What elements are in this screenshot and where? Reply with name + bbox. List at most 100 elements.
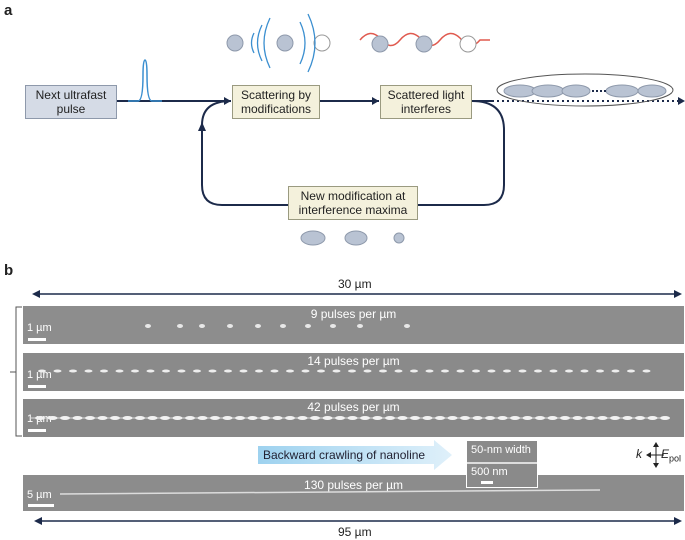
sem-feature	[535, 416, 545, 420]
inset-line	[467, 462, 537, 464]
sem-feature	[160, 416, 170, 420]
sem-feature	[372, 416, 383, 420]
sem-feature	[210, 416, 220, 420]
sem-feature	[394, 369, 403, 373]
sem-feature	[110, 416, 120, 420]
sem-feature	[310, 416, 320, 420]
sem-feature	[487, 369, 496, 373]
sem-feature	[357, 324, 363, 328]
sem-feature	[135, 416, 145, 420]
sem-feature	[347, 416, 358, 420]
sem-feature	[247, 416, 258, 420]
sem-feature	[627, 369, 635, 373]
sem-feature	[580, 369, 589, 373]
sem-feature	[485, 416, 495, 420]
sem-feature	[235, 416, 245, 420]
sem-feature	[510, 416, 520, 420]
sem-feature	[146, 369, 155, 373]
sem-feature	[596, 369, 604, 373]
sem-feature	[255, 369, 263, 373]
sem-feature	[301, 369, 310, 373]
sem-feature	[185, 416, 195, 420]
sem-feature	[472, 416, 483, 420]
sem-feature	[647, 416, 658, 420]
sem-feature	[199, 324, 205, 328]
sem-feature	[642, 369, 651, 373]
sem-feature	[572, 416, 583, 420]
scale-label: 1 µm	[27, 322, 52, 334]
e-pol-label: Epol	[661, 447, 681, 463]
sem-feature	[518, 369, 527, 373]
sem-feature	[280, 324, 286, 328]
sem-feature	[131, 369, 139, 373]
strip-caption: 130 pulses per µm	[304, 478, 403, 492]
sem-feature	[177, 369, 186, 373]
box-scattering: Scattering by modifications	[232, 85, 320, 119]
sem-feature	[534, 369, 542, 373]
sem-feature	[379, 369, 387, 373]
sem-feature	[208, 369, 217, 373]
sem-feature	[322, 416, 333, 420]
sem-feature	[360, 416, 370, 420]
sem-feature	[385, 416, 395, 420]
sem-feature	[622, 416, 633, 420]
box-new-modification: New modification at interference maxima	[288, 186, 418, 220]
sem-feature	[197, 416, 208, 420]
sem-feature	[60, 416, 70, 420]
sem-feature	[115, 369, 124, 373]
sem-feature	[85, 416, 95, 420]
inset-image: 50-nm width 500 nm	[466, 440, 538, 488]
sem-feature	[456, 369, 465, 373]
e-label: E	[661, 447, 670, 461]
sem-feature	[404, 324, 410, 328]
sem-feature	[335, 416, 345, 420]
panel-a-label: a	[4, 2, 13, 19]
sem-feature	[145, 324, 151, 328]
sem-feature	[177, 324, 183, 328]
sem-feature	[172, 416, 183, 420]
sem-feature	[547, 416, 558, 420]
sem-feature	[69, 369, 77, 373]
top-dimension-label: 30 µm	[338, 277, 372, 291]
sem-feature	[472, 369, 480, 373]
strip-caption: 9 pulses per µm	[310, 307, 397, 321]
sem-feature	[72, 416, 83, 420]
scale-bar	[28, 429, 46, 432]
sem-feature	[272, 416, 283, 420]
sem-feature	[503, 369, 511, 373]
sem-feature	[84, 369, 93, 373]
box-next-pulse: Next ultrafast pulse	[25, 85, 117, 119]
sem-feature	[611, 369, 620, 373]
scale-bar	[28, 385, 46, 388]
sem-feature	[270, 369, 279, 373]
sem-feature	[348, 369, 356, 373]
e-sub-label: pol	[669, 453, 682, 464]
sem-feature	[297, 416, 308, 420]
sem-feature	[286, 369, 294, 373]
sem-feature	[560, 416, 570, 420]
sem-feature	[447, 416, 458, 420]
sem-feature	[162, 369, 170, 373]
sem-feature	[522, 416, 533, 420]
scale-label: 1 µm	[27, 369, 52, 381]
sem-feature	[122, 416, 133, 420]
sem-feature	[193, 369, 201, 373]
sem-feature	[147, 416, 158, 420]
sem-feature	[422, 416, 433, 420]
sem-feature	[35, 416, 45, 420]
sem-feature	[585, 416, 595, 420]
sem-feature	[497, 416, 508, 420]
strip-caption: 14 pulses per µm	[307, 354, 400, 368]
sem-feature	[363, 369, 372, 373]
inset-width-label: 50-nm width	[471, 444, 531, 456]
inset-scale-label: 500 nm	[471, 466, 508, 478]
crawl-label: Backward crawling of nanoline	[263, 448, 426, 462]
sem-feature	[255, 324, 261, 328]
box-interferes: Scattered light interferes	[380, 85, 472, 119]
sem-feature	[224, 369, 232, 373]
sem-feature	[610, 416, 620, 420]
sem-feature	[100, 369, 108, 373]
sem-feature	[227, 324, 233, 328]
sem-feature	[285, 416, 295, 420]
